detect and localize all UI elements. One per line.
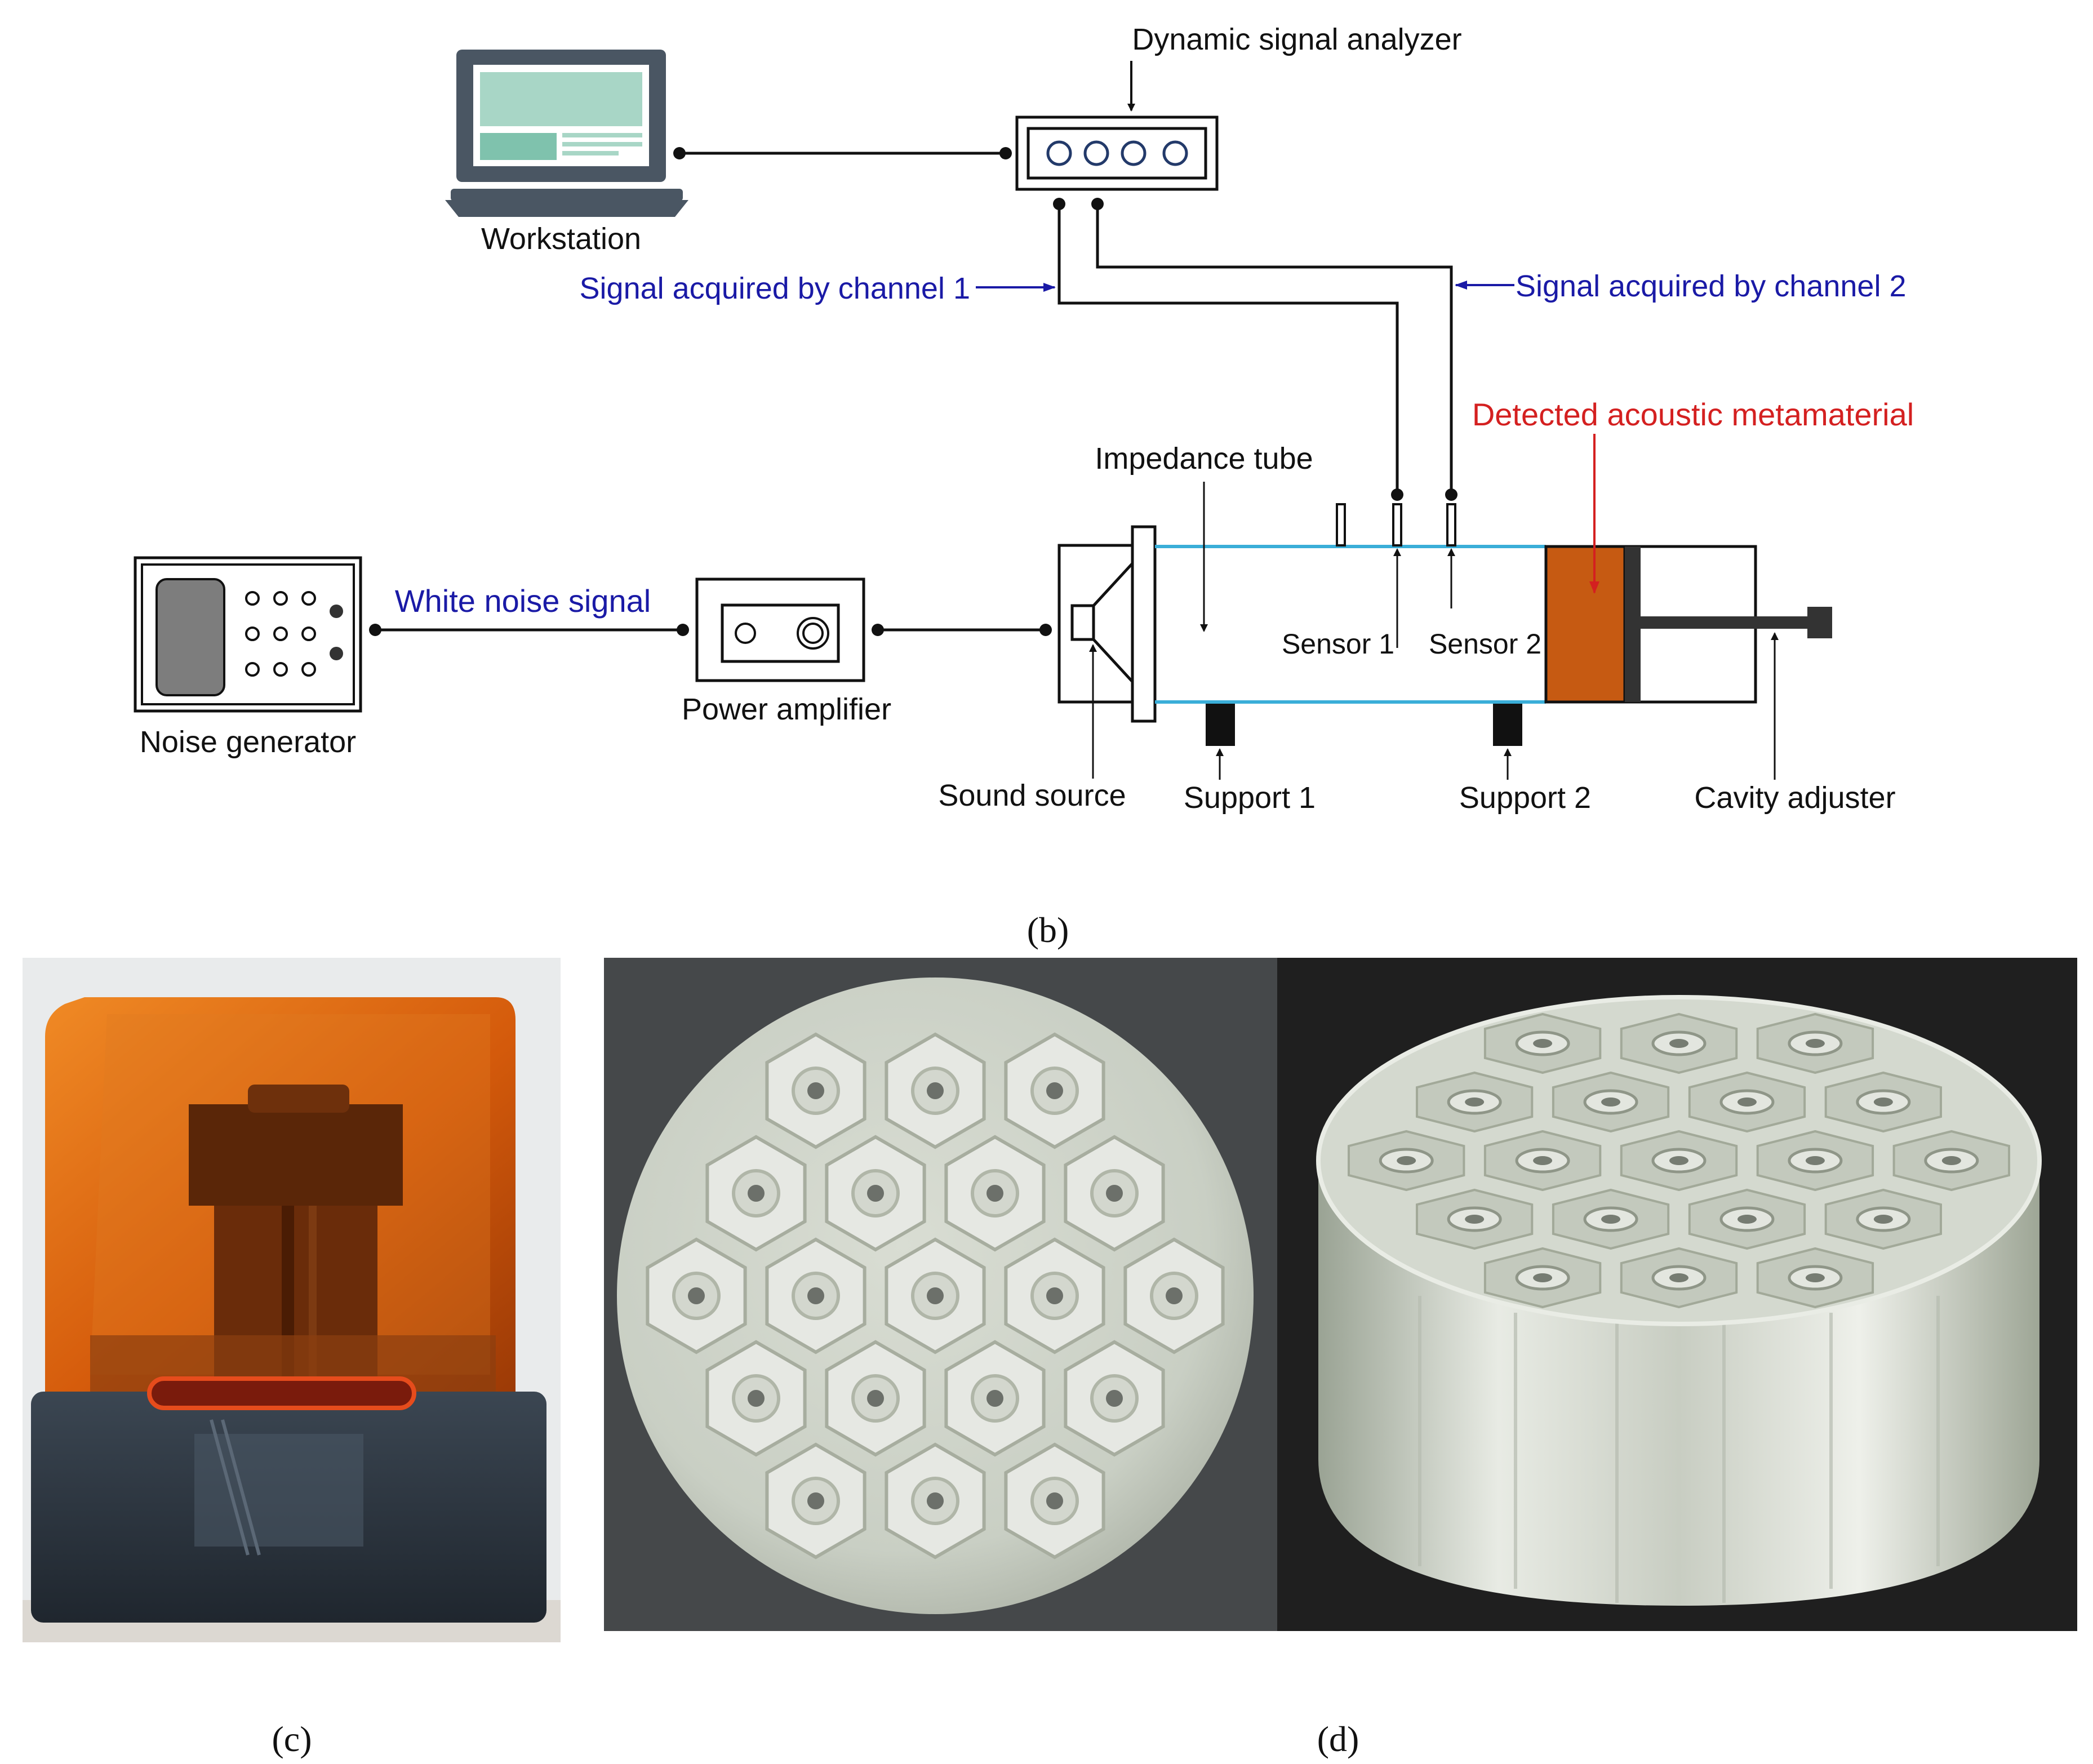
cell-hole <box>1046 1492 1063 1509</box>
cell-hole <box>748 1185 765 1202</box>
support-1-label: Support 1 <box>1184 781 1316 815</box>
signal-channel-1-label: Signal acquired by channel 1 <box>580 272 970 305</box>
oblique-cell-hole <box>1805 1156 1825 1165</box>
cell-hole <box>807 1287 824 1304</box>
oblique-cell-hole <box>1873 1215 1893 1224</box>
oblique-cell-hole <box>1873 1097 1893 1107</box>
oblique-cell-hole <box>1805 1039 1825 1048</box>
power-amplifier-label: Power amplifier <box>682 692 891 726</box>
oblique-cell-hole <box>1601 1215 1621 1224</box>
oblique-cell-hole <box>1941 1156 1961 1165</box>
oblique-cell-hole <box>1669 1273 1688 1282</box>
power-amplifier-icon <box>695 577 865 682</box>
sound-source-label: Sound source <box>938 779 1126 812</box>
support-2-block <box>1493 704 1522 746</box>
caption-c: (c) <box>272 1719 312 1759</box>
workstation-laptop-icon <box>445 50 688 217</box>
metamaterial-top-view-photo <box>604 958 1277 1631</box>
sensor-port-blank <box>1336 503 1346 546</box>
cell-hole <box>807 1082 824 1099</box>
cell-hole <box>927 1287 944 1304</box>
printer-photo <box>23 958 561 1642</box>
cell-hole <box>1106 1390 1123 1407</box>
signal-channel-2-label: Signal acquired by channel 2 <box>1516 269 1906 303</box>
oblique-cell-hole <box>1805 1273 1825 1282</box>
oblique-cell-hole <box>1397 1156 1416 1165</box>
cell-hole <box>927 1492 944 1509</box>
support-1-block <box>1206 704 1235 746</box>
caption-d: (d) <box>1317 1719 1359 1759</box>
white-noise-signal-label: White noise signal <box>395 583 651 619</box>
oblique-cell-hole <box>1533 1156 1553 1165</box>
measurement-setup-diagram: Workstation Dynamic signal analyzer Sign… <box>134 23 1914 815</box>
oblique-cell-hole <box>1737 1097 1757 1107</box>
cell-hole <box>867 1390 884 1407</box>
caption-b: (b) <box>1027 910 1069 950</box>
metamaterial-oblique-view-photo <box>1277 958 2077 1631</box>
sensor-1-port <box>1392 503 1402 546</box>
cell-hole <box>986 1390 1003 1407</box>
cell-hole <box>748 1390 765 1407</box>
sensor-1-label: Sensor 1 <box>1282 628 1394 660</box>
sensor-2-port <box>1446 503 1456 546</box>
oblique-cell-hole <box>1533 1273 1553 1282</box>
cell-hole <box>1046 1287 1063 1304</box>
oblique-cell-hole <box>1601 1097 1621 1107</box>
channel-2-cable <box>1096 204 1453 495</box>
oblique-cell-hole <box>1465 1215 1485 1224</box>
cell-hole <box>1046 1082 1063 1099</box>
workstation-label: Workstation <box>481 222 641 256</box>
oblique-cell-grid <box>1348 1012 2010 1309</box>
cell-hole <box>807 1492 824 1509</box>
noise-generator-label: Noise generator <box>140 725 356 759</box>
noise-generator-icon <box>134 556 362 713</box>
cell-hole <box>688 1287 705 1304</box>
printer-handle <box>147 1376 416 1410</box>
oblique-cell-hole <box>1669 1156 1688 1165</box>
sensor-2-label: Sensor 2 <box>1429 628 1541 660</box>
cell-hole <box>1166 1287 1183 1304</box>
dynamic-signal-analyzer-icon <box>1015 115 1219 191</box>
cell-hole <box>1106 1185 1123 1202</box>
cell-hole <box>927 1082 944 1099</box>
impedance-tube <box>1057 503 1832 746</box>
detected-metamaterial-label: Detected acoustic metamaterial <box>1472 397 1914 432</box>
cavity-knob <box>1807 607 1832 638</box>
oblique-cell-hole <box>1465 1097 1485 1107</box>
cavity-piston <box>1625 546 1641 702</box>
cavity-adjuster-label: Cavity adjuster <box>1694 781 1895 815</box>
impedance-tube-label: Impedance tube <box>1095 442 1313 476</box>
oblique-cell-hole <box>1669 1039 1688 1048</box>
acoustic-metamaterial-sample <box>1544 545 1627 704</box>
support-2-label: Support 2 <box>1459 781 1591 815</box>
tube-flange <box>1131 525 1157 723</box>
dynamic-signal-analyzer-label: Dynamic signal analyzer <box>1132 23 1461 56</box>
printer-build-platform <box>189 1104 403 1206</box>
cell-hole <box>986 1185 1003 1202</box>
oblique-cell-hole <box>1737 1215 1757 1224</box>
cell-hole <box>867 1185 884 1202</box>
oblique-cell-hole <box>1533 1039 1553 1048</box>
channel-1-cable <box>1057 204 1399 495</box>
hexagon-cell-grid <box>646 1032 1225 1559</box>
speaker-icon <box>1070 559 1134 686</box>
cavity-rod <box>1641 616 1807 629</box>
